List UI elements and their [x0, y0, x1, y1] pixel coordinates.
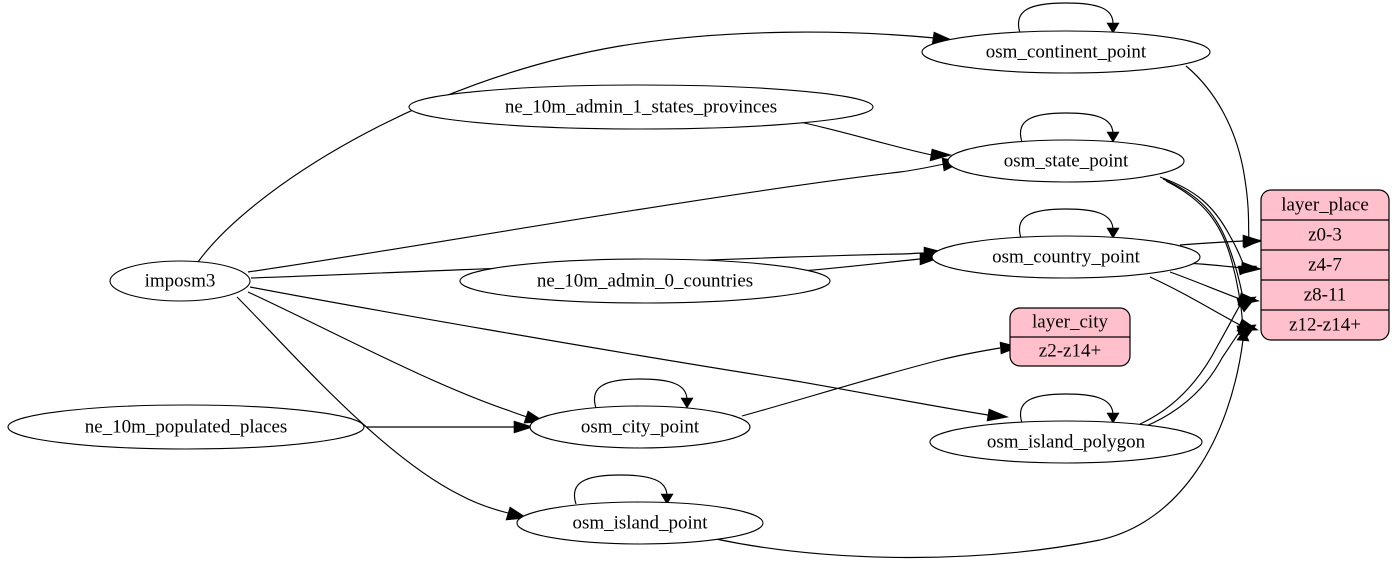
node-osm-continent-point[interactable]: osm_continent_point — [921, 30, 1211, 74]
record-layer-place[interactable]: layer_place z0-3 z4-7 z8-11 z12-z14+ — [1260, 189, 1390, 341]
node-ne-10m-admin-0-countries[interactable]: ne_10m_admin_0_countries — [459, 258, 831, 304]
node-osm-island-polygon[interactable]: osm_island_polygon — [929, 420, 1203, 464]
edge-ne-admin-1-to-osm-state-point — [799, 121, 953, 162]
node-imposm3[interactable]: imposm3 — [109, 260, 251, 302]
edge-osm-island-polygon-to-layer-place-z8-11 — [1139, 296, 1257, 425]
record-layer-city[interactable]: layer_city z2-z14+ — [1009, 307, 1131, 367]
edge-osm-island-point-to-layer-place-z12-z14 — [715, 329, 1250, 559]
edge-imposm3-to-osm-continent-point — [197, 31, 953, 263]
edge-self-loop-osm-continent-point — [1017, 2, 1120, 34]
node-osm-island-point[interactable]: osm_island_point — [516, 501, 764, 545]
node-ne-10m-admin-1-states-provinces[interactable]: ne_10m_admin_1_states_provinces — [408, 84, 874, 130]
node-osm-country-point[interactable]: osm_country_point — [931, 235, 1201, 279]
node-ne-10m-populated-places[interactable]: ne_10m_populated_places — [7, 404, 365, 450]
node-layer: imposm3 ne_10m_populated_places ne_10m_a… — [7, 30, 1211, 545]
edge-osm-continent-point-to-layer-place-z0-3 — [1185, 65, 1263, 249]
edge-self-loop-osm-island-point — [573, 474, 674, 505]
edge-self-loop-osm-city-point — [593, 378, 694, 409]
edge-ne-admin-0-to-osm-country-point — [789, 252, 940, 273]
edge-osm-country-point-to-layer-place-z0-3 — [1179, 234, 1263, 248]
edge-imposm3-to-osm-city-point — [247, 291, 546, 424]
edge-self-loop-osm-state-point — [1019, 112, 1120, 143]
edge-osm-country-point-to-layer-place-z4-7 — [1183, 261, 1263, 275]
edge-self-loop-osm-country-point — [1018, 208, 1120, 239]
edge-layer — [197, 2, 1263, 559]
edge-ne-populated-places-to-osm-city-point — [366, 420, 534, 434]
edge-self-loop-osm-island-polygon — [1019, 393, 1120, 424]
edge-imposm3-to-osm-island-polygon — [249, 286, 1010, 422]
node-osm-city-point[interactable]: osm_city_point — [529, 405, 751, 449]
edge-osm-island-polygon-to-layer-place-z12-z14 — [1143, 324, 1257, 428]
node-osm-state-point[interactable]: osm_state_point — [947, 139, 1185, 183]
